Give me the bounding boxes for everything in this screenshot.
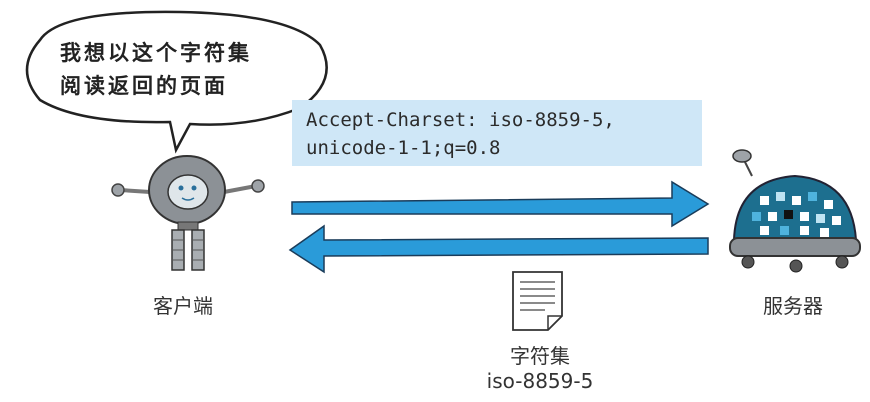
- bubble-text-line2: 阅读返回的页面: [60, 74, 228, 98]
- server-label: 服务器: [763, 294, 823, 318]
- request-header-box: Accept-Charset: iso-8859-5, unicode-1-1;…: [292, 100, 702, 166]
- server-robot-icon: [729, 149, 861, 273]
- client-label: 客户端: [153, 294, 213, 318]
- request-arrow: [291, 180, 710, 228]
- document-icon: [512, 271, 563, 331]
- client-robot-icon: [111, 155, 265, 271]
- response-arrow: [288, 224, 709, 274]
- request-header-line2: unicode-1-1;q=0.8: [306, 137, 501, 159]
- request-header-line1: Accept-Charset: iso-8859-5,: [306, 109, 615, 131]
- bubble-text-line1: 我想以这个字符集: [60, 41, 252, 65]
- charset-title-label: 字符集: [510, 344, 570, 368]
- charset-value-label: iso-8859-5: [486, 369, 594, 393]
